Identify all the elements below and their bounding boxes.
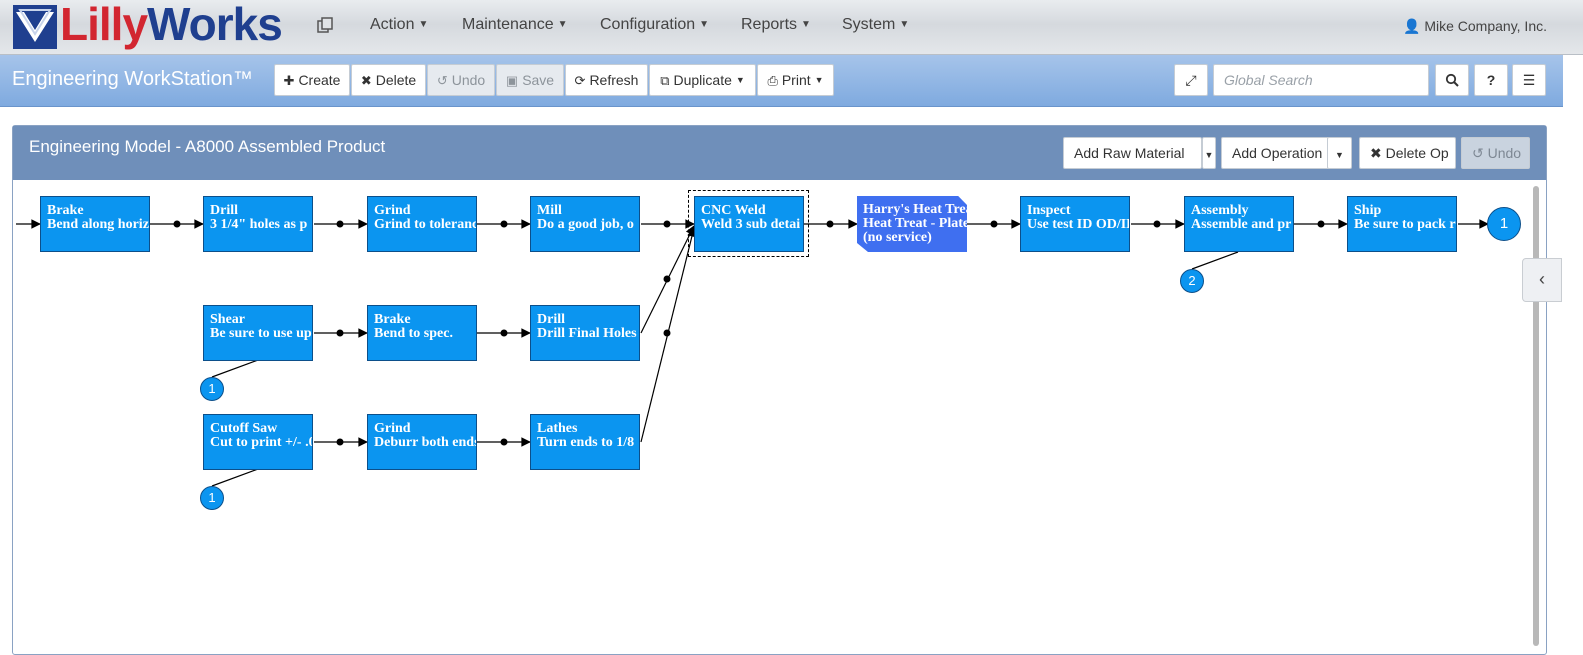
global-search-input[interactable] (1213, 64, 1429, 96)
raw-material-marker[interactable]: 1 (200, 377, 224, 401)
user-icon: 👤 (1403, 18, 1421, 34)
menu-configuration[interactable]: Configuration▼ (600, 16, 710, 33)
raw-material-marker[interactable]: 1 (200, 486, 224, 510)
refresh-button[interactable]: ⟳Refresh (565, 64, 648, 96)
add-operation-button[interactable]: Add Operation (1221, 137, 1343, 169)
raw-material-marker[interactable]: 2 (1180, 269, 1204, 293)
delete-button[interactable]: ✖Delete (351, 64, 426, 96)
selection-frame (688, 190, 809, 257)
undo-button[interactable]: ↺Undo (427, 64, 495, 96)
print-icon: ⎙ (767, 73, 778, 88)
undo-icon: ↺ (1472, 145, 1488, 161)
lillyworks-logo[interactable]: LillyWorks (12, 0, 297, 50)
add-raw-material-dropdown[interactable]: ▼ (1202, 137, 1216, 169)
save-button[interactable]: ▣Save (496, 64, 564, 96)
page-title: Engineering WorkStation™ (12, 68, 253, 90)
search-button[interactable] (1435, 64, 1469, 96)
user-menu[interactable]: 👤 Mike Company, Inc. (1403, 18, 1547, 35)
logo-emblem-icon (13, 5, 57, 49)
copy-icon[interactable] (316, 16, 334, 36)
duplicate-button[interactable]: ⧉Duplicate▼ (649, 64, 756, 96)
side-panel-toggle[interactable]: ‹ (1522, 258, 1562, 302)
help-button[interactable]: ? (1474, 64, 1508, 96)
list-icon: ☰ (1522, 72, 1536, 88)
panel-title: Engineering Model - A8000 Assembled Prod… (29, 137, 386, 156)
end-marker[interactable]: 1 (1487, 207, 1521, 241)
add-operation-dropdown[interactable]: ▼ (1327, 137, 1352, 169)
panel-header: Engineering Model - A8000 Assembled Prod… (13, 126, 1546, 180)
workstation-toolbar: Engineering WorkStation™ ✚Create ✖Delete… (0, 55, 1563, 107)
delete-op-button[interactable]: ✖ Delete Op (1359, 137, 1456, 169)
caret-down-icon: ▼ (814, 75, 824, 85)
plus-icon: ✚ (283, 73, 295, 88)
search-icon (1445, 73, 1459, 87)
refresh-icon: ⟳ (574, 73, 586, 88)
caret-down-icon: ▼ (418, 19, 429, 30)
menu-system[interactable]: System▼ (842, 16, 910, 33)
caret-down-icon: ▼ (557, 19, 568, 30)
top-navbar: LillyWorks Action▼ Maintenance▼ Configur… (0, 0, 1583, 55)
panel-undo-button[interactable]: ↺ Undo (1461, 137, 1530, 169)
print-button[interactable]: ⎙Print▼ (757, 64, 834, 96)
caret-down-icon: ▼ (735, 75, 745, 85)
menu-action[interactable]: Action▼ (370, 16, 429, 33)
vertical-scrollbar[interactable] (1533, 186, 1539, 646)
save-icon: ▣ (505, 73, 519, 88)
chevron-left-icon: ‹ (1539, 269, 1545, 289)
copy-icon: ⧉ (660, 73, 670, 88)
user-name: Mike Company, Inc. (1424, 18, 1547, 34)
caret-down-icon: ▼ (1204, 150, 1214, 160)
caret-down-icon: ▼ (899, 19, 910, 30)
fullscreen-button[interactable]: ⤢ (1174, 64, 1208, 96)
close-icon: ✖ (360, 73, 372, 88)
caret-down-icon: ▼ (699, 19, 710, 30)
caret-down-icon: ▼ (801, 19, 811, 30)
menu-reports[interactable]: Reports▼ (741, 16, 811, 33)
expand-icon: ⤢ (1185, 72, 1197, 88)
close-icon: ✖ (1370, 145, 1386, 161)
list-view-button[interactable]: ☰ (1512, 64, 1546, 96)
logo-wordmark: LillyWorks (60, 0, 283, 50)
add-raw-material-button[interactable]: Add Raw Material (1063, 137, 1202, 169)
caret-down-icon: ▼ (1335, 150, 1344, 160)
create-button[interactable]: ✚Create (274, 64, 350, 96)
undo-icon: ↺ (436, 73, 448, 88)
menu-maintenance[interactable]: Maintenance▼ (462, 16, 568, 33)
